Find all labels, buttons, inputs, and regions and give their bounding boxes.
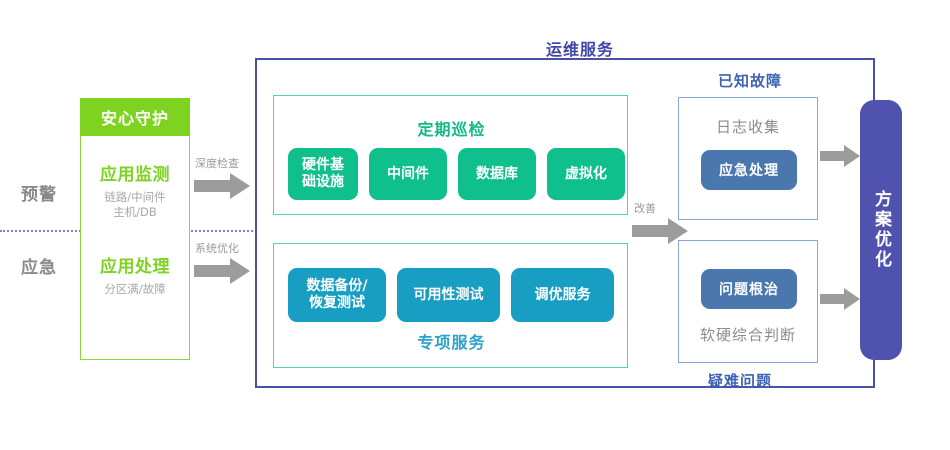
hard-problem-button[interactable]: 问题根治 xyxy=(701,269,797,309)
special-chip-backup-restore[interactable]: 数据备份/ 恢复测试 xyxy=(288,268,386,322)
stage-label-emergency: 应急 xyxy=(21,258,57,278)
known-fault-panel: 日志收集 应急处理 xyxy=(678,97,818,220)
known-fault-button[interactable]: 应急处理 xyxy=(701,150,797,190)
known-fault-button-label: 应急处理 xyxy=(719,163,779,179)
arrow-right-icon-4 xyxy=(820,145,860,167)
known-fault-caption: 已知故障 xyxy=(718,72,783,90)
hard-problem-panel: 问题根治 软硬综合判断 xyxy=(678,240,818,363)
green-item-monitoring-title: 应用监测 xyxy=(100,165,170,185)
inspection-chip-middleware[interactable]: 中间件 xyxy=(369,148,447,200)
arrow-caption-deep-check: 深度检查 xyxy=(195,157,239,170)
special-service-panel: 数据备份/ 恢复测试 可用性测试 调优服务 专项服务 xyxy=(273,243,628,368)
inspection-chip-hardware-label: 硬件基 础设施 xyxy=(302,157,344,190)
inspection-panel: 定期巡检 硬件基 础设施 中间件 数据库 虚拟化 xyxy=(273,95,628,215)
green-item-monitoring[interactable]: 应用监测 链路/中间件 主机/DB xyxy=(80,160,190,220)
hard-problem-button-label: 问题根治 xyxy=(719,282,779,298)
green-item-monitoring-sub: 链路/中间件 主机/DB xyxy=(80,190,190,220)
special-chip-backup-restore-label: 数据备份/ 恢复测试 xyxy=(306,278,368,311)
hard-problem-grey-label: 软硬综合判断 xyxy=(699,326,796,344)
special-chip-availability-test[interactable]: 可用性测试 xyxy=(397,268,500,322)
green-item-handling-sub: 分区满/故障 xyxy=(80,282,190,297)
inspection-chip-middleware-label: 中间件 xyxy=(387,165,429,182)
arrow-right-icon-1 xyxy=(194,173,250,199)
green-item-handling-sub-1: 分区满/故障 xyxy=(104,282,166,296)
stage-label-warning: 预警 xyxy=(21,185,57,205)
green-item-monitoring-sub-1: 链路/中间件 xyxy=(104,190,166,204)
inspection-chip-database[interactable]: 数据库 xyxy=(458,148,536,200)
green-panel-header: 安心守护 xyxy=(80,98,190,136)
arrow-caption-improve: 改善 xyxy=(634,202,656,215)
green-item-monitoring-sub-2: 主机/DB xyxy=(113,205,157,219)
arrow-right-icon-2 xyxy=(194,258,250,284)
special-chip-tuning-service[interactable]: 调优服务 xyxy=(511,268,614,322)
inspection-chip-hardware[interactable]: 硬件基 础设施 xyxy=(288,148,358,200)
known-fault-grey-label: 日志收集 xyxy=(715,118,780,136)
inspection-chip-row: 硬件基 础设施 中间件 数据库 虚拟化 xyxy=(288,148,625,200)
green-item-handling[interactable]: 应用处理 分区满/故障 xyxy=(80,252,190,297)
inspection-chip-database-label: 数据库 xyxy=(476,165,518,182)
green-item-handling-title: 应用处理 xyxy=(100,257,170,277)
arrow-right-icon-3 xyxy=(632,218,688,244)
green-panel xyxy=(80,98,190,360)
arrow-right-icon-5 xyxy=(820,288,860,310)
green-panel-header-label: 安心守护 xyxy=(100,109,169,128)
special-service-chip-row: 数据备份/ 恢复测试 可用性测试 调优服务 xyxy=(288,268,614,322)
inspection-chip-virtualization-label: 虚拟化 xyxy=(565,165,607,182)
special-chip-availability-test-label: 可用性测试 xyxy=(413,286,484,303)
special-chip-tuning-service-label: 调优服务 xyxy=(534,286,591,303)
outcome-bar-label: 方案优化 xyxy=(871,190,891,270)
outcome-bar[interactable]: 方案优化 xyxy=(860,100,902,360)
arrow-caption-system-optimize: 系统优化 xyxy=(195,242,239,255)
hard-problem-caption: 疑难问题 xyxy=(708,372,773,390)
inspection-chip-virtualization[interactable]: 虚拟化 xyxy=(547,148,625,200)
main-title: 运维服务 xyxy=(546,40,615,59)
inspection-title: 定期巡检 xyxy=(417,120,486,139)
special-service-title: 专项服务 xyxy=(417,333,486,352)
